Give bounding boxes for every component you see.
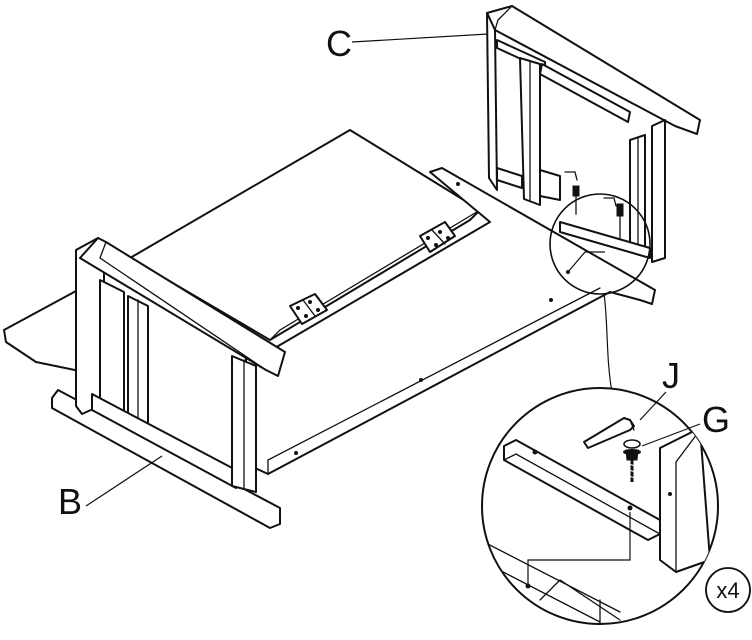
detail-connector [603, 293, 613, 393]
leader-b [85, 455, 163, 507]
label-j: J [662, 355, 680, 396]
label-c: C [326, 23, 352, 64]
leader-c [351, 33, 489, 43]
label-b: B [58, 481, 82, 522]
leader-g [641, 423, 701, 447]
hinge [419, 221, 456, 253]
label-g: G [702, 399, 730, 440]
leader-j [639, 391, 667, 421]
quantity-label: x4 [716, 578, 739, 603]
hinge [289, 293, 328, 325]
end-frame-c [486, 5, 701, 263]
end-frame-b [3, 237, 286, 529]
quantity-bubble [705, 567, 751, 613]
detail-callout-small [549, 193, 651, 295]
